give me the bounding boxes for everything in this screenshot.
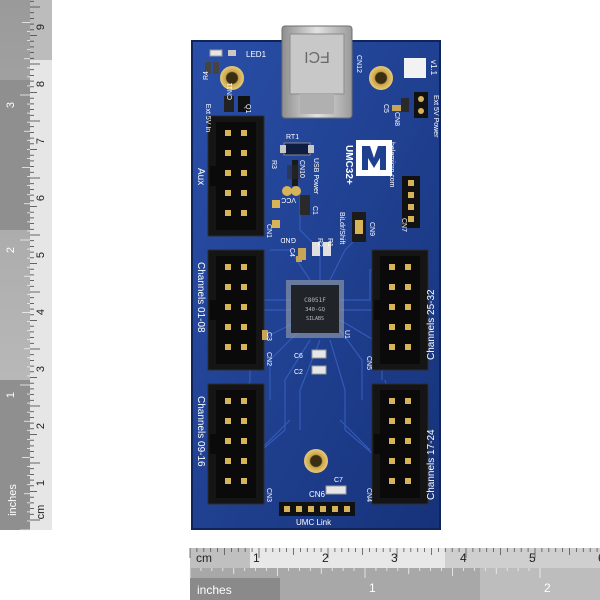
silk-cn10: CN10 bbox=[298, 160, 305, 178]
silkscreen: LED1 R4 CN11 Ext 5V In Q1 CN12 v1.1 Ext … bbox=[195, 50, 439, 527]
left-ruler-cm-number: 8 bbox=[35, 81, 47, 87]
silk-q1: Q1 bbox=[244, 104, 251, 113]
silk-c1: C1 bbox=[311, 206, 318, 215]
silk-cn11: CN11 bbox=[227, 83, 234, 100]
usb-connector: FCI bbox=[281, 25, 353, 119]
left-ruler: inches cm 1 2 3 4 5 6 7 8 9 1 2 3 bbox=[0, 0, 52, 531]
silk-c6: C6 bbox=[294, 353, 303, 360]
silk-ch-01-08: Channels 01-08 bbox=[195, 262, 206, 333]
bottom-ruler-inch-number: 2 bbox=[544, 581, 551, 595]
aux-header bbox=[207, 115, 265, 237]
silk-cn5: CN5 bbox=[365, 356, 372, 370]
silk-r2: R2 bbox=[316, 238, 323, 247]
silk-rt1: RT1 bbox=[286, 134, 299, 141]
svg-text:FCI: FCI bbox=[304, 48, 330, 65]
silk-ext-5v-power: Ext 5V Power bbox=[432, 95, 439, 138]
silk-ch-17-24: Channels 17-24 bbox=[426, 429, 437, 500]
board-logo bbox=[356, 140, 392, 176]
silk-ext-5v-in: Ext 5V In bbox=[204, 104, 211, 133]
silk-bildr-shift: BiLdr/Shift bbox=[338, 212, 345, 244]
microcontroller-chip: C8051F 340-GQ SILABS bbox=[286, 280, 344, 338]
silk-cn6: CN6 bbox=[309, 490, 326, 499]
silk-r1: R1 bbox=[326, 238, 333, 247]
silk-cn4: CN4 bbox=[365, 488, 372, 502]
bottom-ruler-inch-number: 1 bbox=[369, 581, 376, 595]
silk-c2: C2 bbox=[294, 369, 303, 376]
silk-u1: U1 bbox=[343, 330, 350, 339]
svg-text:SILABS: SILABS bbox=[306, 316, 324, 322]
silk-cn2: CN2 bbox=[265, 352, 272, 366]
bottom-ruler-inches-label: inches bbox=[197, 583, 232, 597]
silk-cn1: CN1 bbox=[265, 224, 272, 238]
channels-25-32-header bbox=[371, 249, 429, 371]
left-ruler-cm-number: 3 bbox=[35, 366, 47, 372]
left-ruler-cm-number: 2 bbox=[35, 423, 47, 429]
left-ruler-inch-number: 2 bbox=[5, 247, 17, 253]
silk-cn8: CN8 bbox=[393, 112, 400, 126]
silk-ch-09-16: Channels 09-16 bbox=[195, 396, 206, 467]
box-headers bbox=[207, 115, 429, 505]
pcb-board: FCI bbox=[191, 25, 441, 530]
silk-c3: C3 bbox=[265, 332, 272, 341]
bottom-ruler-cm-number: 2 bbox=[322, 551, 329, 565]
silk-cn7: CN7 bbox=[400, 218, 407, 232]
silk-usb-power: USB Power bbox=[312, 158, 319, 195]
silk-aux: Aux bbox=[195, 168, 206, 185]
left-ruler-inches-label: inches bbox=[7, 484, 19, 516]
silk-c4: C4 bbox=[288, 248, 295, 257]
silk-cn3: CN3 bbox=[265, 488, 272, 502]
left-ruler-inch-numbers: 1 2 3 bbox=[5, 102, 17, 398]
svg-text:C8051F: C8051F bbox=[304, 297, 326, 304]
silk-cn12: CN12 bbox=[355, 55, 362, 73]
left-ruler-ticks bbox=[20, 0, 40, 531]
silk-umc-link: UMC Link bbox=[296, 518, 332, 527]
bottom-ruler-cm-number: 4 bbox=[460, 551, 467, 565]
silk-led1: LED1 bbox=[246, 50, 267, 59]
left-ruler-cm-number: 5 bbox=[35, 252, 47, 258]
silk-r4: R4 bbox=[203, 71, 210, 80]
left-ruler-cm-label: cm bbox=[35, 505, 47, 520]
bottom-ruler-cm-number: 5 bbox=[529, 551, 536, 565]
silk-version: v1.1 bbox=[429, 60, 438, 76]
bottom-ruler-ticks bbox=[189, 548, 598, 578]
left-ruler-cm-numbers: 1 2 3 4 5 6 7 8 9 bbox=[35, 24, 47, 486]
silk-ch-25-32: Channels 25-32 bbox=[426, 289, 437, 360]
left-ruler-cm-number: 6 bbox=[35, 195, 47, 201]
silk-cn9: CN9 bbox=[368, 222, 375, 236]
silk-vcc: VCC bbox=[281, 196, 296, 203]
left-ruler-cm-number: 9 bbox=[35, 24, 47, 30]
channels-17-24-header bbox=[371, 383, 429, 505]
silk-board-name: UMC32+ bbox=[343, 145, 354, 185]
silk-c7: C7 bbox=[334, 477, 343, 484]
bottom-ruler-cm-number: 6 bbox=[598, 551, 600, 565]
silk-website: helemicro.com bbox=[388, 142, 395, 188]
left-ruler-inch-number: 3 bbox=[5, 102, 17, 108]
silk-r3: R3 bbox=[270, 160, 277, 169]
bottom-ruler-cm-number: 1 bbox=[253, 551, 260, 565]
bottom-ruler-cm-number: 3 bbox=[391, 551, 398, 565]
channels-01-08-header bbox=[207, 249, 265, 371]
left-ruler-cm-number: 1 bbox=[35, 480, 47, 486]
svg-text:340-GQ: 340-GQ bbox=[305, 307, 325, 313]
left-ruler-inch-number: 1 bbox=[5, 392, 17, 398]
silk-c5: C5 bbox=[382, 104, 389, 113]
silk-gnd: GND bbox=[280, 236, 296, 243]
left-ruler-cm-number: 4 bbox=[35, 309, 47, 315]
channels-09-16-header bbox=[207, 383, 265, 505]
left-ruler-cm-number: 7 bbox=[35, 138, 47, 144]
bottom-ruler-cm-label: cm bbox=[196, 551, 212, 565]
